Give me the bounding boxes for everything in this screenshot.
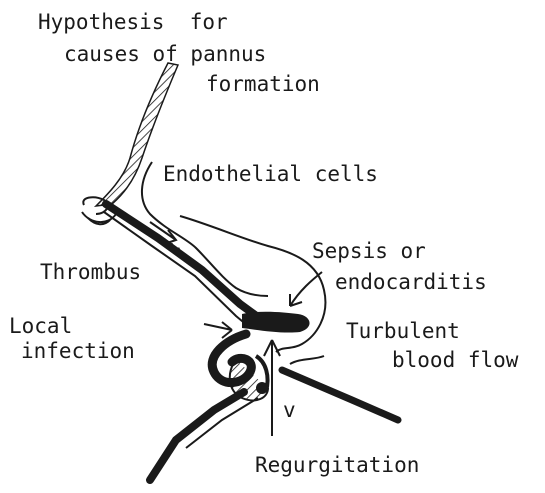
endothelial-cells-label: Endothelial cells <box>163 160 378 188</box>
turbulent-label-line-1: Turbulent <box>346 317 460 345</box>
turbulent-flow-mark <box>290 356 324 364</box>
sepsis-arrow <box>290 272 322 306</box>
open-leaflet <box>282 370 398 420</box>
v-mark: v <box>283 396 296 424</box>
turbulent-label-line-2: blood flow <box>392 346 518 374</box>
local-infection-arrow <box>204 322 232 338</box>
title-line-3: formation <box>206 70 320 98</box>
title-line-1: Hypothesis for <box>38 8 228 36</box>
sepsis-label-line-2: endocarditis <box>335 268 487 296</box>
thrombus-label: Thrombus <box>40 258 141 286</box>
lower-leaflet-arm <box>150 392 244 480</box>
regurgitation-label: Regurgitation <box>255 451 419 479</box>
local-infection-label-line-2: infection <box>21 337 135 365</box>
sepsis-label-line-1: Sepsis or <box>312 237 426 265</box>
pannus-mass <box>242 312 310 333</box>
local-infection-label-line-1: Local <box>9 312 72 340</box>
title-line-2: causes of pannus <box>64 40 266 68</box>
